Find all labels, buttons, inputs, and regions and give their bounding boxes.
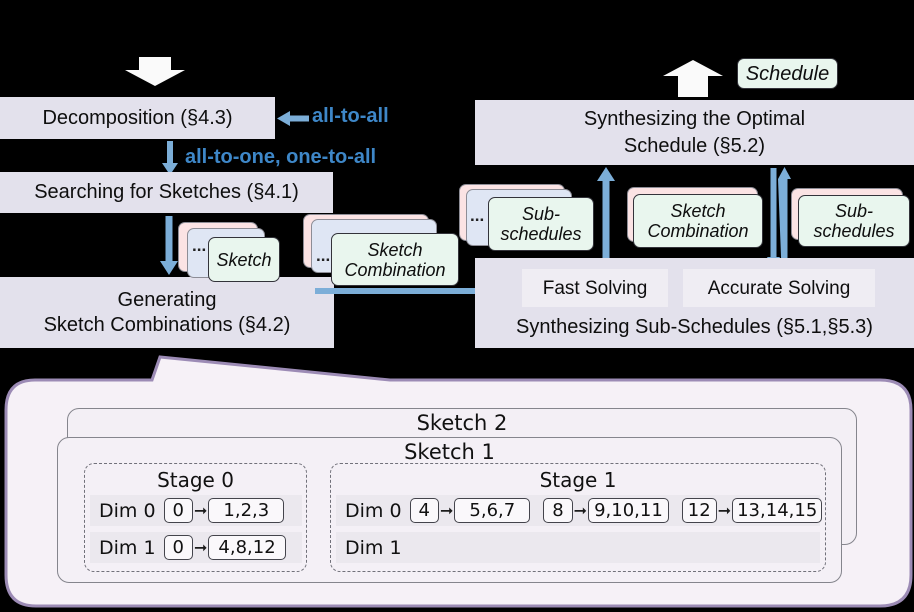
generating-title-line1: Generating: [117, 288, 217, 311]
dim-label: Dim 1: [345, 536, 402, 559]
schedule-card: Schedule: [737, 58, 838, 89]
ellipsis-label: ...: [316, 246, 331, 265]
accurate-solving-label: Accurate Solving: [707, 277, 851, 299]
sub-schedules-card-label: Sub-schedules: [500, 204, 582, 244]
sub-schedules-synthesis-box: Fast Solving Accurate Solving Synthesizi…: [475, 258, 914, 348]
white-down-block-arrow-icon: [125, 57, 185, 86]
stage1-box: Stage 1: [330, 463, 826, 572]
decomposition-title: Decomposition (§4.3): [42, 106, 233, 129]
stage1-title: Stage 1: [539, 468, 617, 492]
row-arrow-icon: ➞: [440, 500, 454, 520]
right-arrow-icon: [315, 283, 521, 299]
down-arrow-icon: [162, 141, 178, 175]
generating-box: Generating Sketch Combinations (§4.2): [0, 277, 334, 348]
chain-group: 12 ➞ 13,14,15: [681, 498, 823, 523]
chain-group: 4 ➞ 5,6,7: [409, 498, 531, 523]
down-arrow-icon: [767, 168, 780, 269]
generating-title-line2: Sketch Combinations (§4.2): [43, 313, 291, 336]
sub-schedules-card: Sub-schedules: [798, 195, 910, 247]
src-box: 8: [543, 498, 573, 523]
dst-box: 4,8,12: [208, 535, 286, 560]
up-arrow-icon: [597, 167, 615, 259]
src-box: 4: [409, 498, 439, 523]
searching-box: Searching for Sketches (§4.1): [0, 172, 333, 213]
stage0-box: Stage 0: [84, 463, 307, 572]
stage1-dim0-row: Dim 0 4 ➞ 5,6,7 8 ➞ 9,10,11 12 ➞ 13,14,1…: [336, 495, 823, 526]
optimal-schedule-box: Synthesizing the Optimal Schedule (§5.2): [475, 100, 914, 165]
all-to-one-label: all-to-one, one-to-all: [185, 146, 377, 168]
searching-title: Searching for Sketches (§4.1): [34, 181, 299, 203]
src-box: 0: [163, 498, 193, 523]
row-arrow-icon: ➞: [194, 500, 208, 520]
all-to-all-label: all-to-all: [312, 105, 389, 127]
up-arrow-icon: [778, 167, 791, 269]
sketch-combination-card-label: Sketch Combination: [647, 201, 749, 241]
sketch-combination-card: Sketch Combination: [331, 233, 459, 286]
dst-box: 13,14,15: [732, 498, 823, 523]
ellipsis-label: ...: [192, 236, 207, 255]
sub-schedules-card: Sub-schedules: [488, 197, 594, 251]
dst-box: 5,6,7: [454, 498, 531, 523]
row-arrow-icon: ➞: [717, 500, 732, 520]
optimal-title-line1: Synthesizing the Optimal: [583, 107, 806, 130]
stage0-dim0-row: Dim 0 0 ➞ 1,2,3: [90, 495, 302, 526]
stage0-title: Stage 0: [157, 468, 234, 492]
src-box: 0: [163, 535, 193, 560]
fast-solving-label: Fast Solving: [542, 277, 648, 299]
sketch-combination-card: Sketch Combination: [633, 194, 763, 248]
src-box: 12: [681, 498, 717, 523]
row-arrow-icon: ➞: [573, 500, 588, 520]
dim-label: Dim 1: [99, 536, 156, 559]
schedule-card-label: Schedule: [745, 62, 830, 85]
accurate-solving-panel: Accurate Solving: [683, 269, 875, 307]
left-arrow-icon: [277, 111, 309, 126]
sketch2-label: Sketch 2: [416, 411, 508, 435]
row-arrow-icon: ➞: [194, 537, 208, 557]
stage1-dim1-row: Dim 1: [336, 532, 820, 563]
sub-schedules-synthesis-title: Synthesizing Sub-Schedules (§5.1,§5.3): [516, 316, 873, 338]
sketch-card: Sketch: [208, 237, 280, 282]
optimal-title-line2: Schedule (§5.2): [623, 134, 766, 157]
dim-label: Dim 0: [345, 499, 402, 522]
decomposition-box: Decomposition (§4.3): [0, 97, 275, 139]
sketch-card-label: Sketch: [216, 249, 272, 270]
fast-solving-panel: Fast Solving: [522, 269, 668, 307]
sketch-combination-card-label: Sketch Combination: [344, 239, 446, 280]
dst-box: 1,2,3: [208, 498, 285, 523]
ellipsis-label: ...: [470, 206, 485, 225]
stage0-dim1-row: Dim 1 0 ➞ 4,8,12: [90, 532, 302, 563]
dst-box: 9,10,11: [588, 498, 669, 523]
chain-group: 8 ➞ 9,10,11: [543, 498, 669, 523]
down-arrow-icon: [160, 216, 178, 275]
white-up-block-arrow-icon: [663, 60, 723, 97]
sketch1-label: Sketch 1: [404, 440, 495, 464]
sub-schedules-card-label: Sub-schedules: [813, 201, 895, 241]
dim-label: Dim 0: [99, 499, 156, 522]
